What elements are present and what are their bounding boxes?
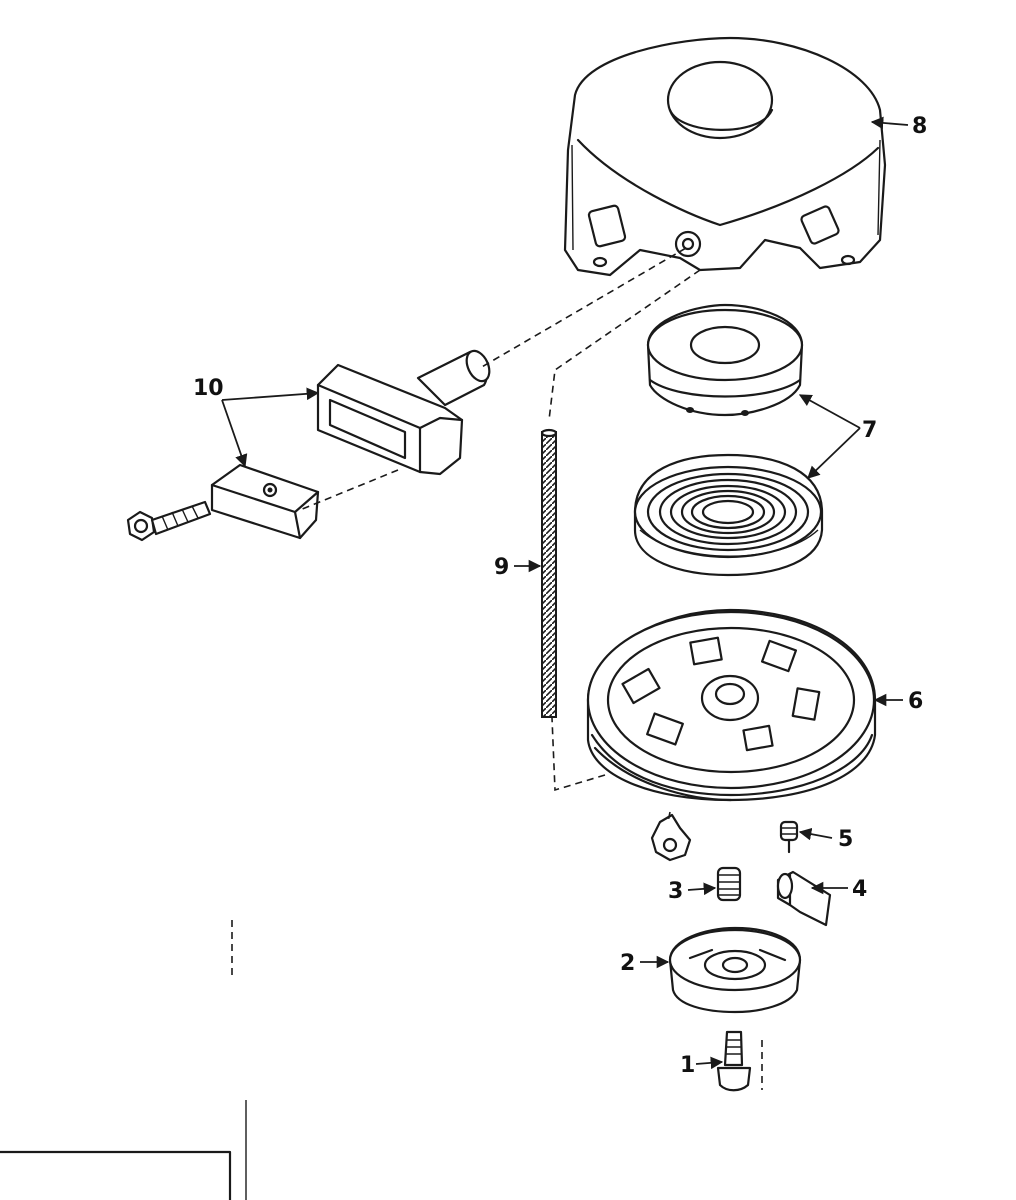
callout-2: 2 [620,951,635,976]
part-2-cam [668,926,802,1014]
callout-6: 6 [908,689,923,714]
callout-labels: 8 7 10 9 6 5 4 3 2 1 [193,114,927,1078]
retainer-screw-part [650,813,692,862]
callout-5: 5 [838,827,853,852]
housing-cover-part [563,36,887,277]
recoil-spring-part [633,453,824,577]
assembly-path-lines [231,247,763,1200]
part-1-center-screw [716,1030,752,1092]
part-4-pawl [776,870,832,927]
spring-retainer-part [646,303,804,417]
callout-8: 8 [912,114,927,139]
page-frame-lines [0,1150,232,1200]
handle-screw-part [126,500,212,542]
pulley-part [586,608,877,802]
callout-10: 10 [193,376,224,401]
callout-1: 1 [680,1053,695,1078]
callout-7: 7 [862,418,877,443]
callout-3: 3 [668,879,683,904]
callout-4: 4 [852,877,867,902]
callout-leaders [221,116,909,1070]
part-5-brake-spring-small [779,820,799,854]
starter-rope-part [540,428,558,718]
handle-insert-part [210,463,320,540]
starter-handle-part [316,349,491,476]
callout-9: 9 [494,555,509,580]
part-3-spring [716,866,742,902]
